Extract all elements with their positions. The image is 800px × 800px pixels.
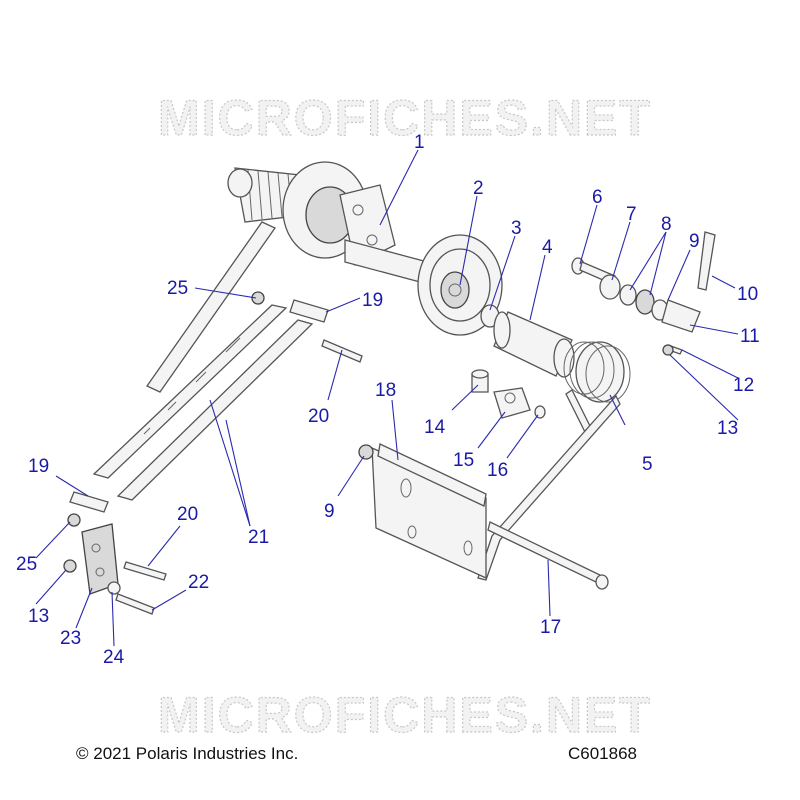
part-axle-assembly xyxy=(146,161,503,393)
part-nut-9-lower xyxy=(358,444,374,460)
callout-18: 18 xyxy=(375,380,396,401)
part-spacer-14 xyxy=(471,369,489,393)
part-rod-17 xyxy=(487,521,603,585)
callout-8: 8 xyxy=(661,214,672,235)
callout-5: 5 xyxy=(642,454,653,475)
callout-12: 12 xyxy=(733,375,754,396)
callout-1: 1 xyxy=(414,132,425,153)
copyright-text: © 2021 Polaris Industries Inc. xyxy=(76,744,299,763)
callout-14: 14 xyxy=(424,417,446,438)
part-bolt-stack xyxy=(571,257,669,321)
callout-10: 10 xyxy=(737,284,758,305)
callout-13-upper: 13 xyxy=(717,418,738,439)
leader-lines xyxy=(35,149,739,647)
callout-19-upper: 19 xyxy=(362,290,383,311)
drawing-number: C601868 xyxy=(568,744,638,763)
part-bolt-22 xyxy=(115,593,155,615)
callout-9-upper: 9 xyxy=(689,231,700,252)
callout-23: 23 xyxy=(60,628,81,649)
part-arms-21 xyxy=(92,304,314,501)
part-tube xyxy=(493,311,575,378)
part-nut-25-lower xyxy=(67,513,81,527)
part-bushing-24 xyxy=(107,581,121,595)
callout-13-lower: 13 xyxy=(28,606,49,627)
watermark-text-bottom: MICROFICHES.NET xyxy=(158,687,652,743)
callout-3: 3 xyxy=(511,218,522,239)
callout-7: 7 xyxy=(626,204,637,225)
callout-20-lower: 20 xyxy=(177,504,198,525)
part-nut-13-upper xyxy=(662,344,674,356)
callout-25-upper: 25 xyxy=(167,278,188,299)
callout-17: 17 xyxy=(540,617,561,638)
callout-19-lower: 19 xyxy=(28,456,49,477)
part-nut-25-upper xyxy=(251,291,265,305)
callout-6: 6 xyxy=(592,187,603,208)
callout-22: 22 xyxy=(188,572,209,593)
part-spacer-19-upper xyxy=(289,299,329,323)
callout-21-upper: 21 xyxy=(248,527,269,548)
callout-9-lower: 9 xyxy=(324,501,335,522)
callouts: 1 2 3 4 5 6 7 8 9 10 11 12 13 14 15 16 1… xyxy=(16,132,760,668)
watermark-top: MICROFICHES.NET xyxy=(157,89,652,146)
watermark-text-top: MICROFICHES.NET xyxy=(158,90,652,146)
part-torsion-spring xyxy=(477,341,631,581)
part-bracket-11 xyxy=(661,299,701,333)
part-bolt-20-lower xyxy=(123,561,167,581)
callout-25-lower: 25 xyxy=(16,554,37,575)
part-bracket-plate-18 xyxy=(371,443,487,580)
part-nut-13-lower xyxy=(63,559,77,573)
part-spacer-19-lower xyxy=(69,491,109,513)
callout-4: 4 xyxy=(542,237,553,258)
part-block-15 xyxy=(493,387,531,419)
callout-20-upper: 20 xyxy=(308,406,329,427)
callout-16: 16 xyxy=(487,460,508,481)
watermark-bottom: MICROFICHES.NET xyxy=(157,686,652,743)
callout-11: 11 xyxy=(740,326,760,347)
part-bolt-10 xyxy=(697,231,716,291)
callout-15: 15 xyxy=(453,450,474,471)
callout-2: 2 xyxy=(473,178,484,199)
callout-24: 24 xyxy=(103,647,125,668)
